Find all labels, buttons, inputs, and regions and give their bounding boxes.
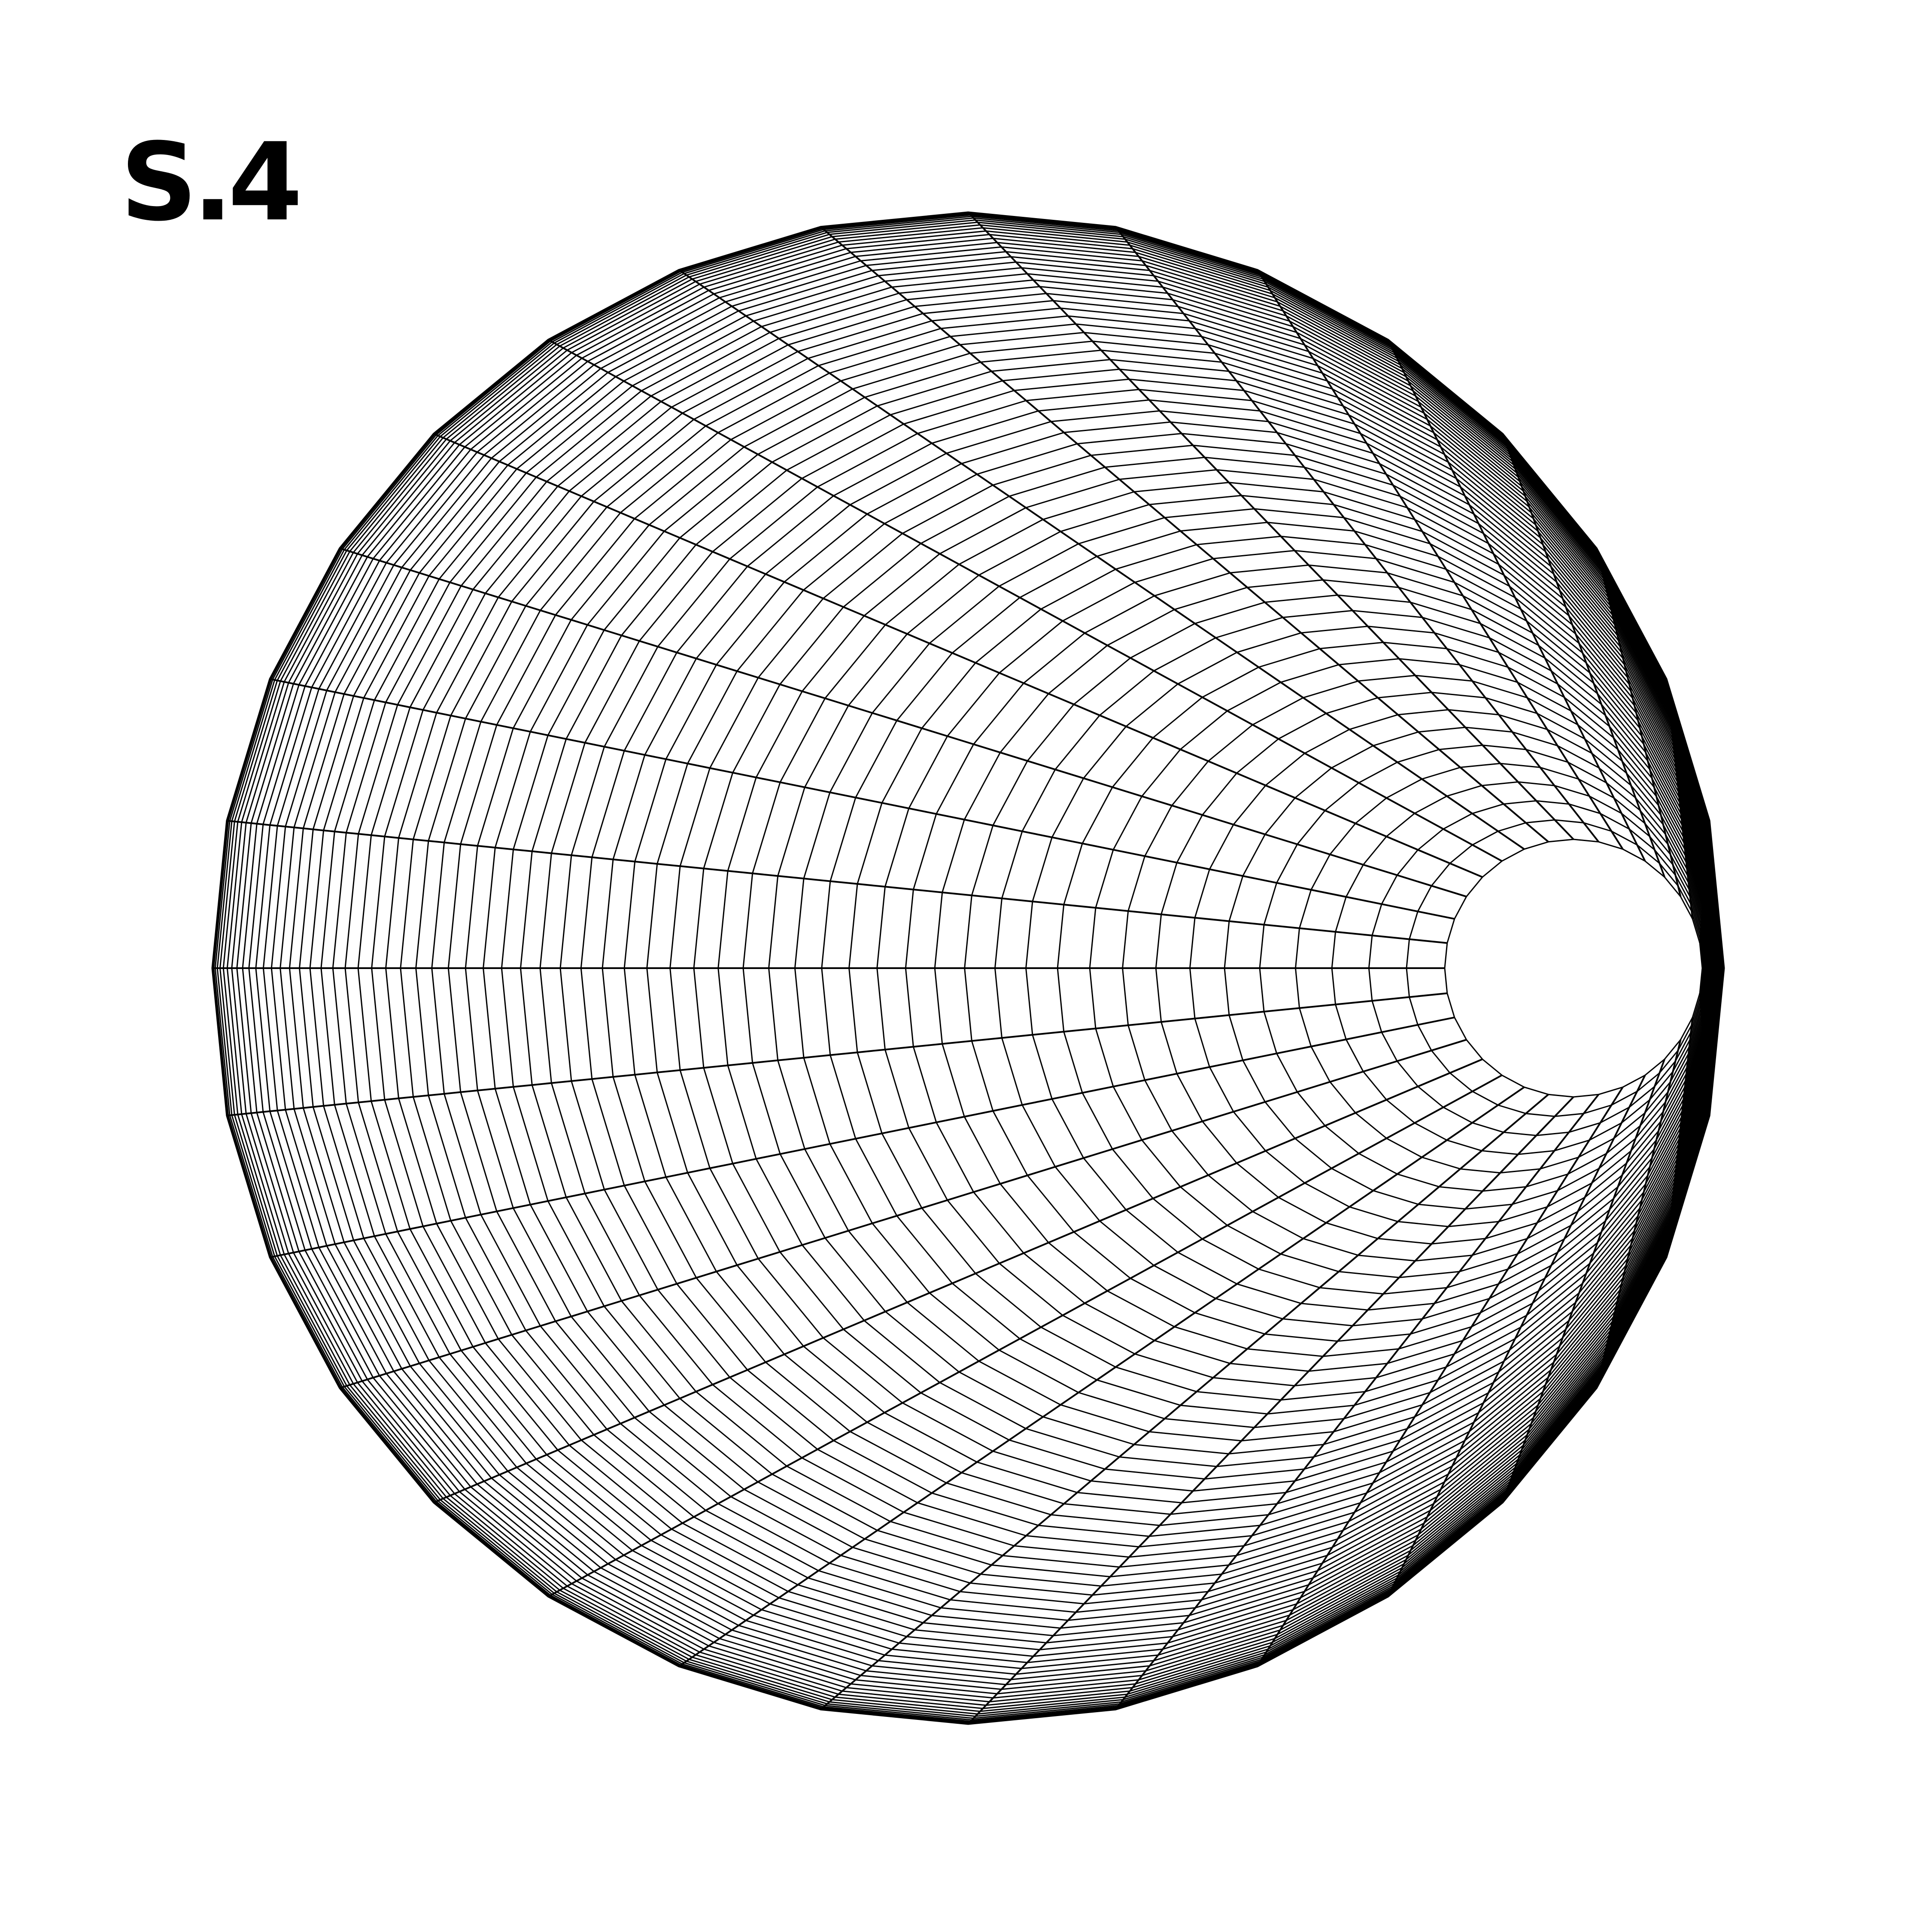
mesh-spoke <box>226 820 1448 944</box>
mesh-spoke <box>269 1016 1455 1258</box>
figure-label: S.4 <box>120 120 303 245</box>
mesh-spoke <box>1665 678 1694 919</box>
mesh-ring <box>1444 838 1703 1098</box>
mesh-spoke <box>339 1039 1467 1389</box>
mesh-spoke <box>1595 547 1682 897</box>
mesh-spoke <box>820 1094 1549 1710</box>
mesh-spoke <box>1256 1087 1624 1667</box>
mesh-spoke <box>547 1074 1503 1598</box>
mesh-spoke <box>1256 269 1624 850</box>
mesh-spoke <box>967 1096 1574 1725</box>
mesh-spoke <box>967 212 1574 840</box>
mesh-spoke <box>1115 1094 1600 1710</box>
mesh-spoke <box>1115 226 1600 843</box>
spoke-lines <box>212 212 1725 1725</box>
mesh-spoke <box>678 1086 1525 1667</box>
mesh-spoke <box>226 992 1448 1117</box>
mesh-spoke <box>1665 1017 1694 1258</box>
mesh-spoke <box>269 678 1455 920</box>
mesh-spoke <box>1387 339 1646 862</box>
mesh-spoke <box>433 433 1483 878</box>
outer-rim <box>211 211 1725 1725</box>
mesh-spoke <box>433 1058 1483 1504</box>
mesh-spoke <box>820 226 1549 843</box>
mesh-spoke <box>339 547 1467 898</box>
mesh-spoke <box>1501 1059 1665 1504</box>
mesh-spoke <box>1501 433 1665 878</box>
mesh-spoke <box>678 269 1525 850</box>
mesh-spoke <box>1387 1075 1646 1598</box>
mesh-spoke <box>547 339 1503 862</box>
mesh-spoke <box>1595 1039 1682 1389</box>
